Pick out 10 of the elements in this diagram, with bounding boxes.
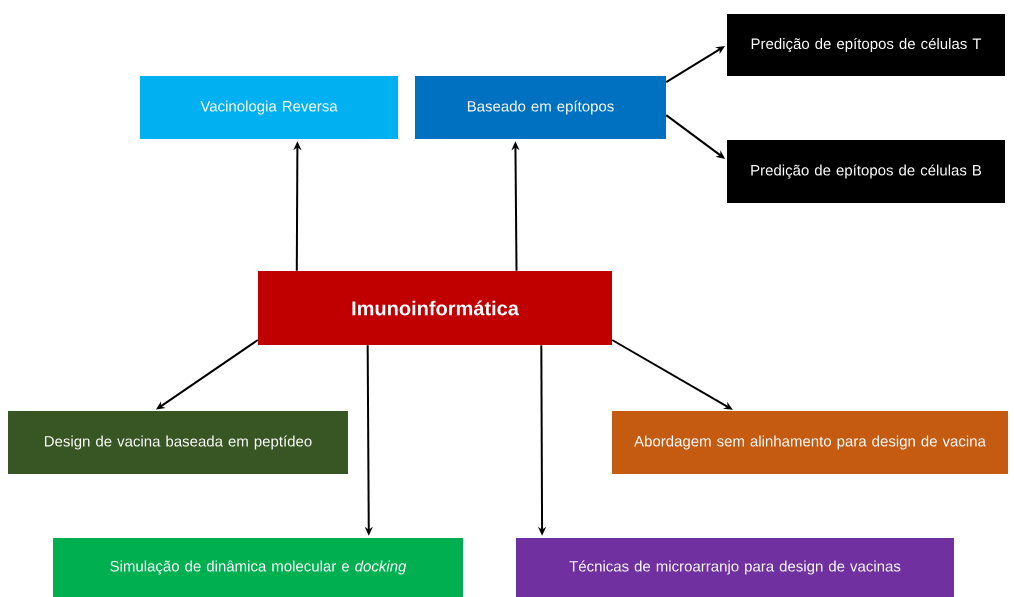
topic-box: Abordagem sem alinhamento para design de vacina bbox=[612, 411, 1008, 474]
arrow bbox=[611, 339, 733, 410]
topic-box: Predição de epítopos de células B bbox=[727, 140, 1005, 203]
topic-box: Técnicas de microarranjo para design de vacinas bbox=[516, 538, 954, 597]
topic-box: Predição de epítopos de células T bbox=[727, 14, 1005, 76]
topic-box: Design de vacina baseada em peptídeo bbox=[8, 411, 348, 474]
topic-box: Simulação de dinâmica molecular e docking bbox=[53, 538, 463, 597]
title-box: Imunoinformática bbox=[258, 271, 612, 345]
topic-box: Vacinologia Reversa bbox=[140, 76, 398, 139]
topic-box: Baseado em epítopos bbox=[415, 76, 666, 139]
